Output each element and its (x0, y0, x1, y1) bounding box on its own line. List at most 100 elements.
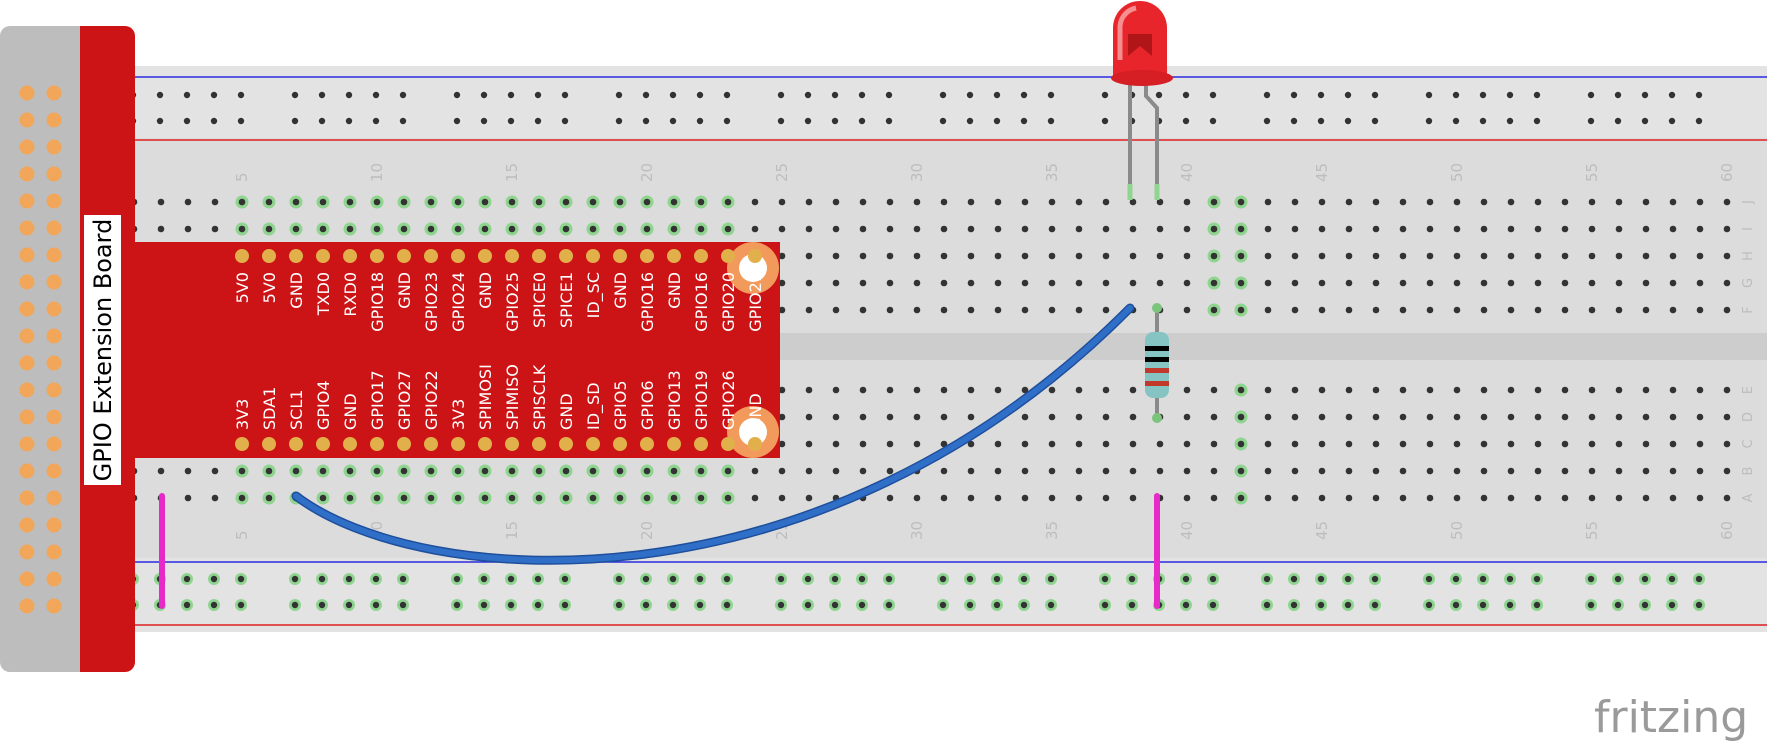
rail-hole-center (1290, 601, 1298, 609)
header-pin-top (613, 249, 627, 263)
board-pin (19, 355, 35, 371)
hole (1372, 440, 1380, 448)
hole (1723, 225, 1731, 233)
hole (1291, 440, 1299, 448)
rail-hole-center (399, 91, 407, 99)
hole (454, 494, 462, 502)
header-pin-label-bottom: GPIO26 (719, 370, 738, 430)
hole (1642, 279, 1650, 287)
hole (535, 198, 543, 206)
hole (1615, 440, 1623, 448)
hole (994, 467, 1002, 475)
rail-hole-center (345, 601, 353, 609)
hole (967, 467, 975, 475)
hole (1210, 306, 1218, 314)
header-pin-bottom (613, 437, 627, 451)
hole (1534, 386, 1542, 394)
hole (670, 467, 678, 475)
rail-hole-center (1344, 117, 1352, 125)
rail-hole-center (615, 117, 623, 125)
hole (265, 198, 273, 206)
hole (1264, 467, 1272, 475)
hole (1696, 413, 1704, 421)
hole (373, 467, 381, 475)
rail-hole-center (1533, 117, 1541, 125)
hole (1534, 467, 1542, 475)
rail-hole-center (885, 601, 893, 609)
header-pin-bottom (370, 437, 384, 451)
hole (940, 413, 948, 421)
hole (805, 252, 813, 260)
header-pin-bottom (640, 437, 654, 451)
hole (1021, 494, 1029, 502)
hole (832, 386, 840, 394)
hole (1669, 225, 1677, 233)
hole (1561, 413, 1569, 421)
hole (1534, 225, 1542, 233)
rail-hole-center (1101, 575, 1109, 583)
header-pin-bottom (748, 437, 762, 451)
hole (1561, 306, 1569, 314)
header-pin-label-top: GND (476, 272, 495, 309)
header-pin-label-top: 5V0 (233, 272, 252, 303)
header-pin-top (289, 249, 303, 263)
hole (805, 225, 813, 233)
board-pin (46, 85, 62, 101)
hole (211, 225, 219, 233)
rail-hole-center (858, 91, 866, 99)
rail-hole-center (1371, 117, 1379, 125)
row-label: A (1741, 493, 1756, 502)
hole (1210, 279, 1218, 287)
hole (1345, 252, 1353, 260)
t-cobbler-body (135, 242, 780, 458)
hole (1426, 467, 1434, 475)
rail-hole-center (1479, 575, 1487, 583)
hole (1075, 252, 1083, 260)
rail-hole-center (939, 117, 947, 125)
hole (1102, 306, 1110, 314)
board-pin (46, 463, 62, 479)
board-pin (19, 517, 35, 533)
hole (1426, 386, 1434, 394)
hole (1453, 279, 1461, 287)
rail-hole-center (993, 91, 1001, 99)
hole (481, 494, 489, 502)
rail-hole-center (1506, 117, 1514, 125)
rail-hole-center (1452, 117, 1460, 125)
hole (238, 494, 246, 502)
rail-hole-center (1128, 601, 1136, 609)
hole (184, 225, 192, 233)
rail-hole-center (1101, 601, 1109, 609)
hole (1426, 198, 1434, 206)
hole (940, 252, 948, 260)
board-pin (19, 544, 35, 560)
rail-hole-center (1047, 91, 1055, 99)
column-label-bottom: 30 (908, 521, 926, 540)
hole (1210, 198, 1218, 206)
hole (1291, 467, 1299, 475)
rail-hole-center (1425, 575, 1433, 583)
hole (778, 494, 786, 502)
rail-hole-center (1317, 91, 1325, 99)
column-label-top: 55 (1583, 163, 1601, 182)
hole (1669, 467, 1677, 475)
hole (1021, 306, 1029, 314)
hole (940, 494, 948, 502)
hole (832, 279, 840, 287)
hole (157, 467, 165, 475)
board-pin (46, 436, 62, 452)
hole (1669, 494, 1677, 502)
hole (427, 467, 435, 475)
hole (1696, 306, 1704, 314)
header-pin-top (721, 249, 735, 263)
rail-hole-center (453, 575, 461, 583)
header-pin-label-top: GND (665, 272, 684, 309)
hole (1615, 279, 1623, 287)
hole (454, 198, 462, 206)
header-pin-bottom (586, 437, 600, 451)
rail-hole-center (642, 91, 650, 99)
hole (1723, 306, 1731, 314)
hole (1615, 413, 1623, 421)
